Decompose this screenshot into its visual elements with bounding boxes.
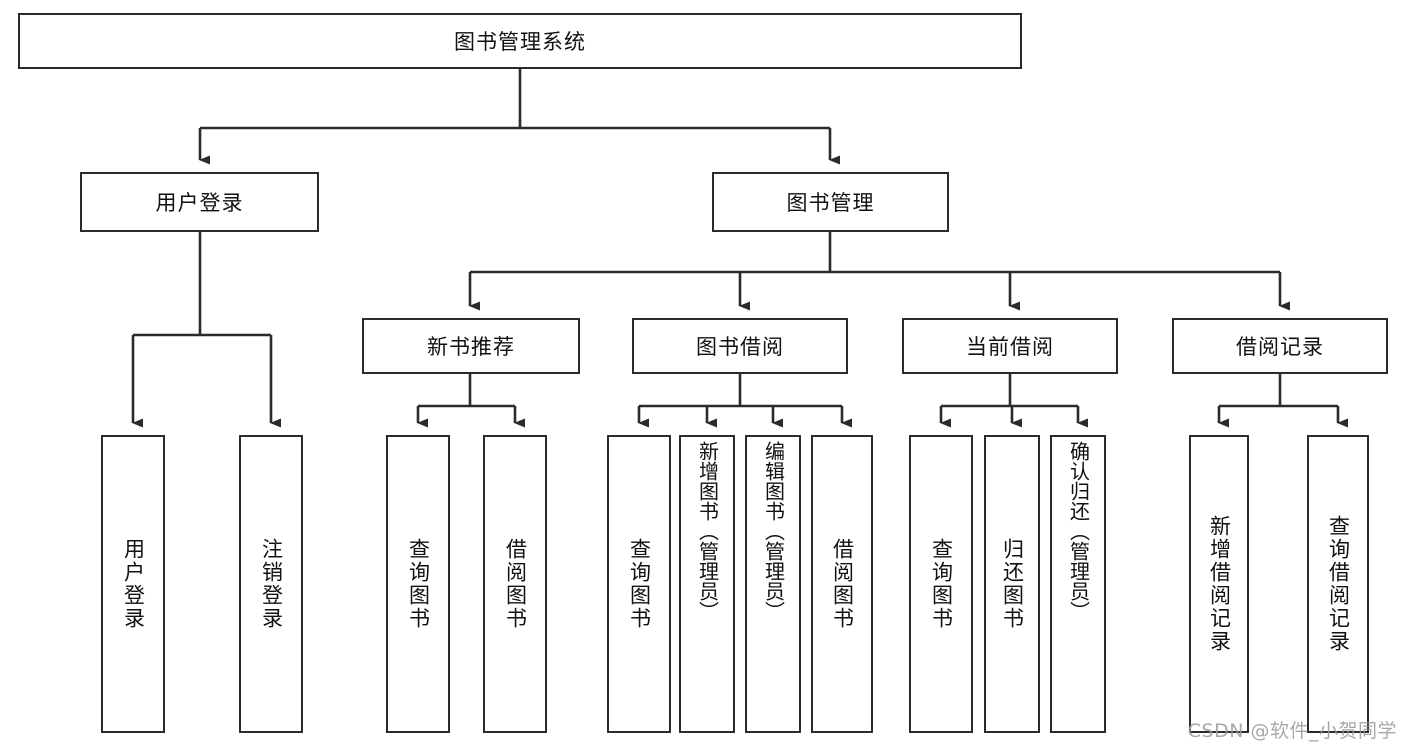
leaf-borrow-books[interactable]: 借阅图书 [811, 435, 873, 733]
leaf-query-books-current[interactable]: 查询图书 [909, 435, 973, 733]
node-label: 新书推荐 [427, 335, 515, 359]
node-label: 借阅记录 [1236, 335, 1324, 359]
node-label: 查询借阅记录 [1326, 515, 1351, 653]
watermark: CSDN @软件_小贺同学 [1187, 720, 1397, 742]
node-label: 图书管理 [786, 191, 875, 215]
leaf-logout[interactable]: 注销登录 [239, 435, 303, 733]
leaf-borrow-books-recommend[interactable]: 借阅图书 [483, 435, 547, 733]
node-user-login[interactable]: 用户登录 [80, 172, 319, 232]
leaf-edit-book-admin[interactable]: 编辑图书（管理员） [745, 435, 801, 733]
node-book-management[interactable]: 图书管理 [712, 172, 949, 232]
node-label: 当前借阅 [966, 335, 1054, 359]
node-label: 图书借阅 [696, 335, 784, 359]
leaf-return-books[interactable]: 归还图书 [984, 435, 1040, 733]
leaf-add-book-admin[interactable]: 新增图书（管理员） [679, 435, 735, 733]
node-new-book-recommend[interactable]: 新书推荐 [362, 318, 580, 374]
leaf-query-borrow-record[interactable]: 查询借阅记录 [1307, 435, 1369, 733]
node-label: 确认归还（管理员） [1066, 441, 1091, 621]
leaf-confirm-return-admin[interactable]: 确认归还（管理员） [1050, 435, 1106, 733]
node-label: 归还图书 [1000, 538, 1025, 630]
leaf-user-login[interactable]: 用户登录 [101, 435, 165, 733]
node-label: 查询图书 [627, 538, 652, 630]
node-label: 新增图书（管理员） [695, 441, 720, 621]
node-label: 查询图书 [406, 538, 431, 630]
node-book-borrow[interactable]: 图书借阅 [632, 318, 848, 374]
node-label: 借阅图书 [503, 538, 528, 630]
leaf-add-borrow-record[interactable]: 新增借阅记录 [1189, 435, 1249, 733]
node-current-borrow[interactable]: 当前借阅 [902, 318, 1118, 374]
node-label: 用户登录 [121, 538, 146, 630]
node-label: 借阅图书 [830, 538, 855, 630]
node-borrow-records[interactable]: 借阅记录 [1172, 318, 1388, 374]
node-label: 注销登录 [259, 538, 284, 630]
leaf-query-books-recommend[interactable]: 查询图书 [386, 435, 450, 733]
node-label: 用户登录 [155, 191, 244, 215]
node-label: 查询图书 [929, 538, 954, 630]
node-label: 新增借阅记录 [1207, 515, 1232, 653]
node-label: 图书管理系统 [454, 30, 586, 54]
node-label: 编辑图书（管理员） [761, 441, 786, 621]
leaf-query-books-borrow[interactable]: 查询图书 [607, 435, 671, 733]
node-root[interactable]: 图书管理系统 [18, 13, 1022, 69]
